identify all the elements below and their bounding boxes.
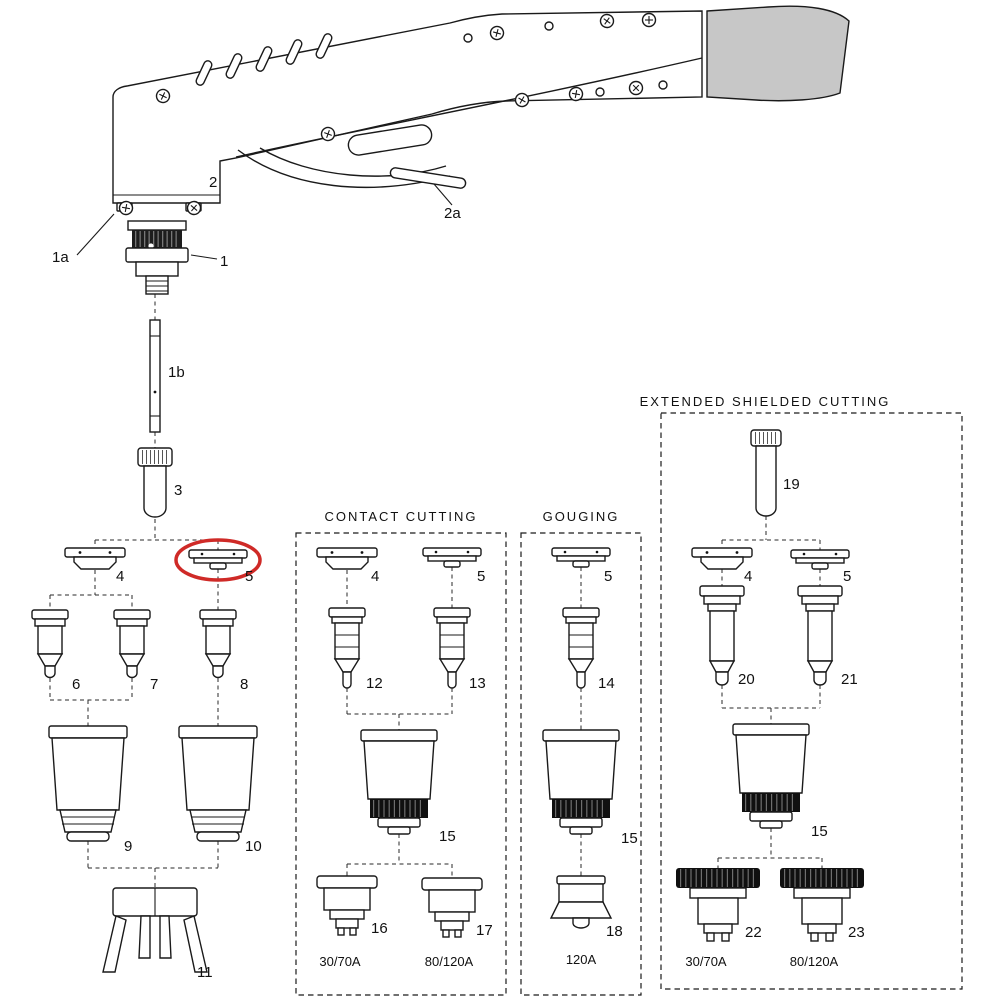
vent-slots bbox=[195, 33, 333, 86]
part-9-shield-cup bbox=[48, 725, 128, 842]
torch-assembly bbox=[76, 5, 850, 433]
section-titles: CONTACT CUTTING GOUGING EXTENDED SHIELDE… bbox=[324, 394, 891, 524]
label-part-7: 7 bbox=[150, 676, 158, 693]
pin-hole bbox=[595, 87, 605, 97]
label-part-5-gouging: 5 bbox=[604, 568, 612, 585]
amperage-gouging: 120A bbox=[566, 952, 597, 967]
connector-lines bbox=[49, 294, 823, 888]
part-12-tip bbox=[328, 607, 366, 689]
handle-seam-line bbox=[235, 57, 703, 158]
leader-1 bbox=[190, 254, 218, 260]
label-part-21: 21 bbox=[841, 671, 858, 688]
amperage-extended-right: 80/120A bbox=[790, 954, 839, 969]
label-part-4-contact: 4 bbox=[371, 568, 379, 585]
label-part-13: 13 bbox=[469, 675, 486, 692]
label-part-2a: 2a bbox=[444, 205, 461, 222]
label-part-20: 20 bbox=[738, 671, 755, 688]
part-16-shield-cap bbox=[316, 875, 378, 936]
leader-2a bbox=[433, 183, 453, 206]
gouging-box bbox=[520, 532, 642, 996]
part-19-electrode bbox=[751, 430, 781, 516]
part-15-shield-contact bbox=[361, 730, 437, 834]
label-part-2: 2 bbox=[209, 174, 217, 191]
torch-handle-body bbox=[112, 10, 703, 204]
label-part-6: 6 bbox=[72, 676, 80, 693]
label-part-16: 16 bbox=[371, 920, 388, 937]
pin-hole bbox=[463, 33, 473, 43]
label-part-14: 14 bbox=[598, 675, 615, 692]
section-title-extended: EXTENDED SHIELDED CUTTING bbox=[640, 394, 891, 409]
part-11-spacer-guide bbox=[102, 887, 208, 973]
label-part-15-gouging: 15 bbox=[621, 830, 638, 847]
label-part-9: 9 bbox=[124, 838, 132, 855]
label-part-15-contact: 15 bbox=[439, 828, 456, 845]
amperage-contact-right: 80/120A bbox=[425, 954, 474, 969]
amperage-contact-left: 30/70A bbox=[319, 954, 361, 969]
part-3-electrode bbox=[138, 448, 172, 517]
label-part-15-extended: 15 bbox=[811, 823, 828, 840]
part-6-tip bbox=[31, 609, 69, 679]
part-4-swirl-ring-extended bbox=[691, 547, 753, 570]
screw-icon bbox=[641, 12, 657, 28]
part-15-shield-extended bbox=[733, 724, 809, 828]
part-21-extended-tip bbox=[797, 585, 843, 686]
pin-hole bbox=[544, 21, 554, 31]
highlight-circle bbox=[174, 538, 262, 582]
label-part-8: 8 bbox=[240, 676, 248, 693]
amperage-extended-left: 30/70A bbox=[685, 954, 727, 969]
amperage-labels: 30/70A 80/120A 120A 30/70A 80/120A bbox=[319, 952, 838, 969]
trigger-lever bbox=[389, 167, 467, 189]
handle-grip-slot bbox=[347, 124, 433, 156]
part-1-cartridge bbox=[125, 220, 189, 295]
part-number-labels: 2 2a 1a 1 1b 3 4 5 6 7 8 9 10 11 4 5 12 … bbox=[52, 174, 865, 981]
screw-icons bbox=[117, 11, 668, 218]
label-part-10: 10 bbox=[245, 838, 262, 855]
part-5-swirl-ring-contact bbox=[422, 547, 482, 568]
label-part-22: 22 bbox=[745, 924, 762, 941]
label-part-23: 23 bbox=[848, 924, 865, 941]
part-18-gouging-shield bbox=[550, 875, 612, 929]
extended-shielded-cutting-box bbox=[660, 412, 963, 990]
contact-cutting-box bbox=[295, 532, 507, 996]
label-part-5-contact: 5 bbox=[477, 568, 485, 585]
part-17-shield-cap bbox=[421, 877, 483, 938]
part-5-swirl-ring-gouging bbox=[551, 547, 611, 568]
section-title-gouging: GOUGING bbox=[543, 509, 620, 524]
pin-hole bbox=[658, 80, 668, 90]
label-part-4-left: 4 bbox=[116, 568, 124, 585]
label-part-5-extended: 5 bbox=[843, 568, 851, 585]
part-4-swirl-ring-left bbox=[64, 547, 126, 570]
part-5-swirl-ring-extended bbox=[790, 549, 850, 570]
strain-relief-boot bbox=[706, 5, 850, 102]
leader-1a bbox=[76, 213, 115, 256]
part-4-swirl-ring-contact bbox=[316, 547, 378, 570]
part-5-swirl-ring-left bbox=[188, 549, 248, 570]
label-part-18: 18 bbox=[606, 923, 623, 940]
part-1b-rod bbox=[149, 319, 161, 433]
label-part-19: 19 bbox=[783, 476, 800, 493]
label-part-17: 17 bbox=[476, 922, 493, 939]
label-part-1b: 1b bbox=[168, 364, 185, 381]
label-part-4-extended: 4 bbox=[744, 568, 752, 585]
label-part-12: 12 bbox=[366, 675, 383, 692]
part-10-shield-cup bbox=[178, 725, 258, 842]
trigger bbox=[237, 147, 467, 189]
label-part-5-left: 5 bbox=[245, 568, 253, 585]
part-14-tip bbox=[562, 607, 600, 689]
label-part-1a: 1a bbox=[52, 249, 69, 266]
part-7-tip bbox=[113, 609, 151, 679]
label-part-3: 3 bbox=[174, 482, 182, 499]
part-8-tip bbox=[199, 609, 237, 679]
section-boxes bbox=[295, 412, 963, 996]
part-13-tip bbox=[433, 607, 471, 689]
section-title-contact-cutting: CONTACT CUTTING bbox=[324, 509, 477, 524]
label-part-1: 1 bbox=[220, 253, 228, 270]
part-15-shield-gouging bbox=[543, 730, 619, 834]
label-part-11: 11 bbox=[197, 964, 213, 981]
